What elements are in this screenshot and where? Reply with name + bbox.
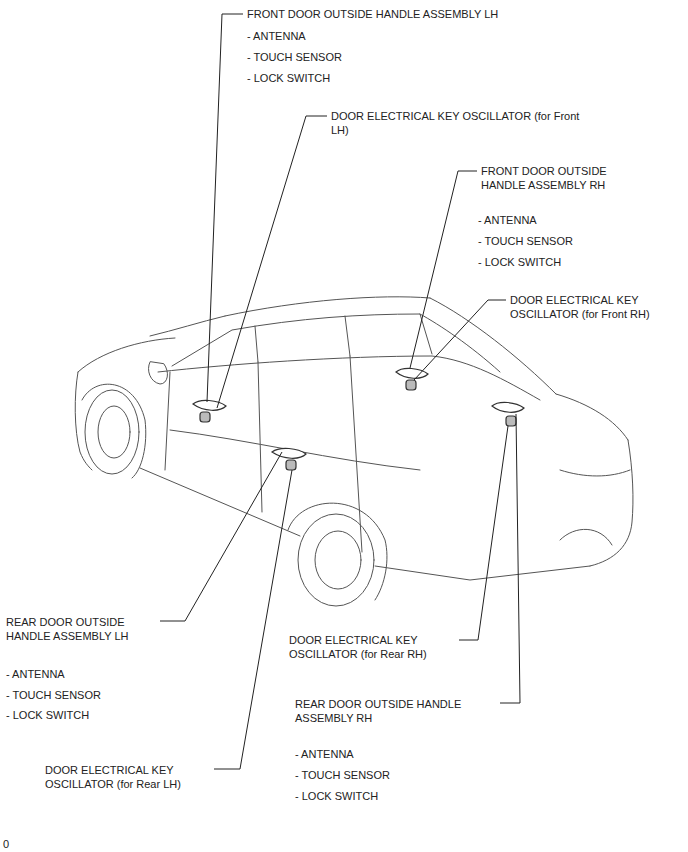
tail-lamp xyxy=(560,470,630,476)
leader-line xyxy=(410,171,477,368)
part-name: DOOR ELECTRICAL KEY OSCILLATOR (for Fron… xyxy=(510,293,680,321)
part-name: DOOR ELECTRICAL KEY OSCILLATOR (for Rear… xyxy=(45,763,213,791)
part-feature: - ANTENNA xyxy=(247,29,447,43)
part-feature: - LOCK SWITCH xyxy=(478,255,658,269)
front-wheel-arch xyxy=(82,384,146,478)
door-handle xyxy=(492,402,524,412)
rear-wheel-arch xyxy=(288,503,387,600)
rear-door-edge xyxy=(350,356,362,552)
part-feature: - ANTENNA xyxy=(478,213,658,227)
front-hub xyxy=(98,406,130,458)
part-name: DOOR ELECTRICAL KEY OSCILLATOR (for Fron… xyxy=(331,109,581,137)
leader-line xyxy=(217,116,327,408)
beltline xyxy=(158,356,540,400)
trunk-line xyxy=(556,394,628,440)
door-handle xyxy=(193,400,226,410)
part-feature: - LOCK SWITCH xyxy=(295,789,475,803)
b-pillar xyxy=(255,326,258,362)
rocker-front xyxy=(140,468,300,536)
part-feature: - LOCK SWITCH xyxy=(6,708,166,722)
body-crease xyxy=(170,430,420,470)
part-name: FRONT DOOR OUTSIDE HANDLE ASSEMBLY RH xyxy=(481,164,631,192)
part-feature: - ANTENNA xyxy=(295,747,475,761)
leader-line xyxy=(459,426,508,640)
rear-wheel xyxy=(298,514,374,606)
front-door-edge xyxy=(165,372,170,470)
rear-end xyxy=(590,440,633,566)
c-pillar xyxy=(345,316,350,356)
leader-line xyxy=(207,14,243,402)
roof-line xyxy=(225,297,430,316)
part-name: REAR DOOR OUTSIDE HANDLE ASSEMBLY LH xyxy=(6,615,148,643)
hood-line xyxy=(78,338,175,372)
rear-hub xyxy=(315,531,361,589)
key-oscillator xyxy=(506,416,516,426)
mirror xyxy=(148,362,167,384)
part-name: DOOR ELECTRICAL KEY OSCILLATOR (for Rear… xyxy=(289,633,457,661)
far-wheel-arch xyxy=(560,529,612,545)
door-handle xyxy=(272,448,306,458)
key-oscillator xyxy=(286,460,296,470)
part-feature: - TOUCH SENSOR xyxy=(6,688,166,702)
leader-line xyxy=(500,414,520,703)
leader-line xyxy=(214,470,292,769)
leader-line xyxy=(414,300,506,380)
part-feature: - TOUCH SENSOR xyxy=(478,234,658,248)
rocker-rear xyxy=(375,566,590,580)
part-feature: - TOUCH SENSOR xyxy=(295,768,475,782)
part-feature: - LOCK SWITCH xyxy=(247,71,447,85)
front-wheel xyxy=(85,390,139,474)
part-feature: - ANTENNA xyxy=(6,667,166,681)
windshield xyxy=(150,316,225,336)
part-feature: - TOUCH SENSOR xyxy=(247,50,447,64)
key-oscillator xyxy=(406,380,416,390)
part-name: FRONT DOOR OUTSIDE HANDLE ASSEMBLY LH xyxy=(247,7,547,21)
side-window xyxy=(172,314,432,366)
key-oscillator xyxy=(200,412,210,422)
leader-line xyxy=(160,452,282,621)
part-name: REAR DOOR OUTSIDE HANDLE ASSEMBLY RH xyxy=(295,697,483,725)
figure-code: 0 xyxy=(3,837,43,851)
rear-glass-edge xyxy=(420,314,500,372)
